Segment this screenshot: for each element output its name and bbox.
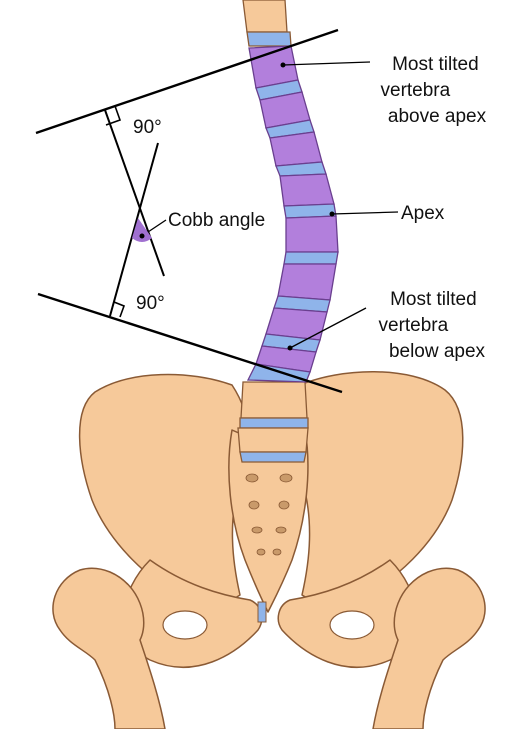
label-cobb-angle: Cobb angle bbox=[168, 210, 265, 231]
leader-dot-apex bbox=[330, 212, 335, 217]
label-apex: Apex bbox=[401, 203, 445, 224]
leader-apex bbox=[332, 212, 398, 214]
pelvic-foramina bbox=[163, 611, 374, 639]
leader-dot-lower bbox=[288, 346, 293, 351]
label-right-angle-lower: 90° bbox=[136, 293, 165, 314]
pubic-symphysis bbox=[258, 602, 266, 622]
label-upper-vertebra: Most tilted vertebra above apex bbox=[381, 54, 487, 127]
label-lower-vertebra-line-3: below apex bbox=[389, 341, 486, 362]
label-lower-vertebra: Most tilted vertebra below apex bbox=[379, 289, 486, 362]
leader-upper-vertebra bbox=[283, 62, 370, 65]
leader-dot-cobb bbox=[140, 234, 145, 239]
right-angle-mark-lower bbox=[114, 302, 124, 317]
label-lower-vertebra-line-1: Most tilted bbox=[390, 289, 477, 310]
upper-spine bbox=[243, 0, 291, 46]
leader-dot-upper bbox=[281, 63, 286, 68]
label-upper-vertebra-line-1: Most tilted bbox=[392, 54, 479, 75]
lumbar-vertebrae bbox=[238, 382, 308, 462]
label-right-angle-upper: 90° bbox=[133, 117, 162, 138]
label-upper-vertebra-line-2: vertebra bbox=[381, 80, 451, 101]
label-upper-vertebra-line-3: above apex bbox=[388, 106, 487, 127]
label-lower-vertebra-line-2: vertebra bbox=[379, 315, 449, 336]
